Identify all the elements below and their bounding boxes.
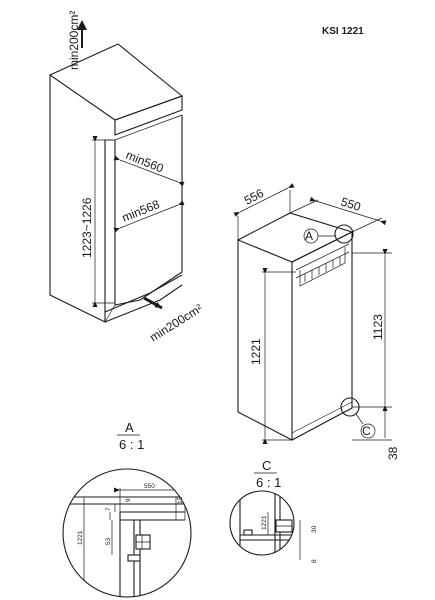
bottom-gap-dim: 38 [352, 409, 400, 460]
detail-a-dim-9: 9 [125, 498, 132, 502]
vent-bottom-arrow [143, 296, 163, 310]
callout-c: C [340, 397, 376, 439]
svg-text:6 : 1: 6 : 1 [119, 437, 144, 452]
vent-bottom-label: min200cm² [147, 301, 205, 344]
svg-text:556: 556 [242, 186, 267, 208]
svg-text:A: A [125, 420, 134, 435]
callout-a: A [303, 224, 354, 244]
detail-c-view: 1221 30 8 [229, 490, 318, 563]
detail-c-dim-1221: 1221 [261, 515, 268, 530]
model-label: KSI 1221 [322, 26, 364, 37]
svg-text:A: A [305, 229, 313, 243]
appliance-height-dim: 1221 [249, 268, 296, 444]
svg-text:1223~1226: 1223~1226 [80, 197, 94, 258]
niche-width-upper-dim: min560 [113, 148, 185, 187]
detail-c-dim-8: 8 [311, 559, 318, 563]
svg-text:550: 550 [339, 195, 363, 215]
detail-c-dim-30: 30 [311, 525, 318, 533]
svg-text:C: C [362, 424, 371, 438]
appliance-depth-dim: 550 [289, 195, 387, 233]
svg-text:38: 38 [386, 446, 400, 460]
appliance-body [236, 212, 354, 441]
detail-a-dim-550: 550 [144, 483, 155, 490]
svg-text:min560: min560 [124, 148, 166, 176]
svg-text:6 : 1: 6 : 1 [256, 475, 281, 490]
niche-cabinet [48, 43, 184, 323]
detail-a-dim-7: 7 [105, 507, 112, 511]
detail-a-view: 550 7 9 15 53 1221 [62, 468, 192, 598]
detail-a-dim-53: 53 [105, 537, 112, 545]
detail-a-title: A 6 : 1 [117, 420, 144, 452]
detail-a-dim-15: 15 [177, 496, 184, 504]
hinge-height-dim: 1123 [352, 249, 392, 411]
svg-text:1221: 1221 [249, 338, 263, 365]
niche-width-lower-dim: min568 [113, 197, 185, 233]
detail-a-dim-1221: 1221 [77, 530, 84, 545]
vent-top-arrow [77, 20, 87, 48]
svg-text:C: C [262, 458, 271, 473]
svg-text:1123: 1123 [371, 314, 385, 340]
niche-height-dim: 1223~1226 [80, 136, 98, 307]
detail-c-title: C 6 : 1 [254, 458, 281, 490]
appliance-width-dim: 556 [233, 183, 295, 240]
svg-text:min568: min568 [120, 197, 162, 225]
vent-top-label: min200cm² [67, 11, 81, 70]
